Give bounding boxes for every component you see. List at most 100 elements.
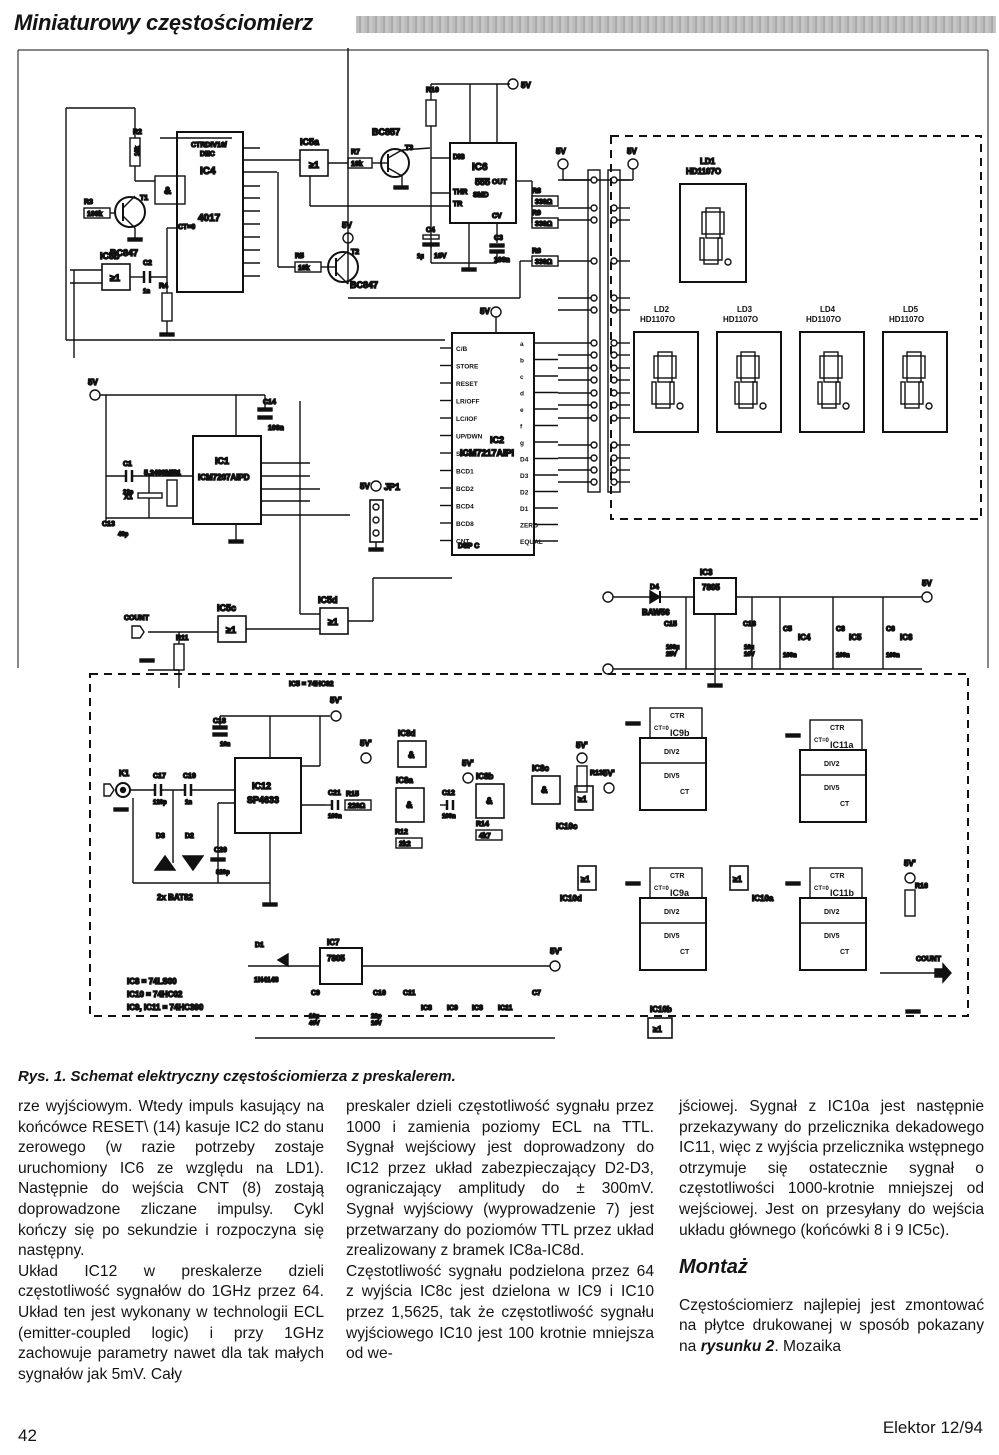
svg-text:BAW56: BAW56 <box>642 608 670 617</box>
svg-text:R6: R6 <box>532 248 541 255</box>
svg-text:T1: T1 <box>140 195 148 202</box>
svg-text:R5: R5 <box>295 253 304 260</box>
svg-text:C20: C20 <box>214 847 227 854</box>
ic10-gates: ≥1 IC10c ≥1 IC10d ≥1 IC10a ≥1 IC10b 5V' … <box>555 740 775 1039</box>
connector-pin <box>590 176 598 184</box>
svg-text:100n: 100n <box>328 814 342 820</box>
svg-text:ICM7207AIPD: ICM7207AIPD <box>198 473 250 482</box>
svg-text:T2: T2 <box>351 249 359 256</box>
svg-text:R9: R9 <box>532 210 541 217</box>
svg-text:IC10 = 74HC02: IC10 = 74HC02 <box>127 990 183 999</box>
svg-text:555: 555 <box>475 177 490 187</box>
svg-text:C12: C12 <box>442 790 455 797</box>
magazine-issue: Elektor 12/94 <box>882 1418 983 1437</box>
svg-text:BC857: BC857 <box>372 127 400 137</box>
svg-text:22µ: 22µ <box>371 1014 382 1020</box>
svg-text:CT: CT <box>840 801 850 808</box>
svg-text:R1: R1 <box>172 470 181 477</box>
svg-text:2x BAT82: 2x BAT82 <box>157 893 193 902</box>
svg-text:IC11b: IC11b <box>830 888 855 898</box>
svg-text:DIV5: DIV5 <box>664 773 680 780</box>
svg-text:X1: X1 <box>124 494 133 501</box>
svg-text:CTR: CTR <box>830 725 844 732</box>
svg-text:5V: 5V <box>480 307 490 316</box>
ic2-pin-label: LR/OFF <box>456 399 479 406</box>
svg-text:25V: 25V <box>666 652 677 658</box>
svg-text:330Ω: 330Ω <box>535 199 553 206</box>
svg-text:CTR: CTR <box>830 873 844 880</box>
ic2-pin-label: D3 <box>520 473 529 480</box>
circuit-schematic: CTRDIV10/ DEC IC4 4017 CT=0 & ≥1 IC5a 10… <box>10 48 990 1058</box>
section-heading-montaz: Montaż <box>679 1256 748 1279</box>
svg-text:BC847: BC847 <box>350 280 378 290</box>
svg-text:820p: 820p <box>216 870 230 876</box>
ic2-pin-label: a <box>520 341 524 348</box>
svg-text:R12: R12 <box>395 829 408 836</box>
connector-pin <box>590 364 598 372</box>
connector-pin <box>590 376 598 384</box>
svg-text:C6: C6 <box>886 626 895 633</box>
ic2-pin-label: c <box>520 374 524 381</box>
svg-text:CT: CT <box>840 949 850 956</box>
ic2-pin-label: d <box>520 391 524 398</box>
svg-text:5V': 5V' <box>904 859 916 868</box>
svg-text:1n: 1n <box>143 289 150 295</box>
ic2-pin-label: UP/DWN <box>456 434 483 441</box>
ic2-pin-label: D2 <box>520 490 529 497</box>
svg-text:C7: C7 <box>532 990 541 997</box>
svg-text:7805: 7805 <box>327 954 345 963</box>
svg-text:IC9, IC11 = 74HC390: IC9, IC11 = 74HC390 <box>127 1003 204 1012</box>
svg-text:2k2: 2k2 <box>399 841 411 848</box>
ic2-pin-label: EQUAL <box>520 539 543 546</box>
svg-text:IC10c: IC10c <box>556 822 578 831</box>
svg-text:R7: R7 <box>351 149 360 156</box>
svg-text:10n: 10n <box>220 742 231 748</box>
svg-text:IC10b: IC10b <box>650 1005 672 1014</box>
connector-pin <box>590 257 598 265</box>
connector-pin <box>610 339 618 347</box>
connector-strips <box>587 169 621 493</box>
svg-text:D3: D3 <box>156 833 165 840</box>
svg-text:C13: C13 <box>102 521 115 528</box>
paragraph-text: Częstościomierz najlepiej jest zmontować… <box>679 1296 984 1355</box>
paragraph: Częstościomierz najlepiej jest zmontować… <box>679 1296 984 1358</box>
connector-pin <box>590 441 598 449</box>
page-header: Miniaturowy częstościomierz <box>14 10 996 38</box>
seven-segment-glyph <box>651 351 684 410</box>
svg-text:IC9: IC9 <box>447 1005 458 1012</box>
svg-text:16V: 16V <box>434 253 447 260</box>
svg-text:R8: R8 <box>532 188 541 195</box>
svg-text:C16: C16 <box>743 621 756 628</box>
svg-text:C10: C10 <box>373 990 386 997</box>
svg-text:C11: C11 <box>403 990 416 997</box>
svg-text:22p: 22p <box>123 490 134 496</box>
svg-text:IC5 = 74HC02: IC5 = 74HC02 <box>289 681 334 688</box>
connector-pin <box>590 351 598 359</box>
svg-text:≥1: ≥1 <box>309 160 319 170</box>
svg-text:IC5b: IC5b <box>100 251 120 261</box>
svg-text:IC11a: IC11a <box>830 740 855 750</box>
connector-pin <box>590 204 598 212</box>
svg-text:DIV2: DIV2 <box>824 909 840 916</box>
svg-text:HD1107O: HD1107O <box>640 315 675 324</box>
jumper-jp1: 5V JP1 <box>359 480 401 552</box>
svg-text:10k: 10k <box>135 145 141 156</box>
svg-text:C19: C19 <box>183 773 196 780</box>
ic2-pin-label: D1 <box>520 506 529 513</box>
svg-text:IC11: IC11 <box>498 1005 513 1012</box>
ic2-pin-label: BCD4 <box>456 504 474 511</box>
svg-text:16V: 16V <box>371 1021 382 1027</box>
svg-text:≥1: ≥1 <box>578 795 587 804</box>
svg-text:5V': 5V' <box>462 759 474 768</box>
svg-text:JP1: JP1 <box>384 482 400 492</box>
svg-text:COUNT: COUNT <box>916 956 942 963</box>
ic5d-gate: ≥1 IC5d <box>299 401 452 635</box>
svg-text:IC10d: IC10d <box>560 894 582 903</box>
svg-text:10k: 10k <box>351 161 363 168</box>
